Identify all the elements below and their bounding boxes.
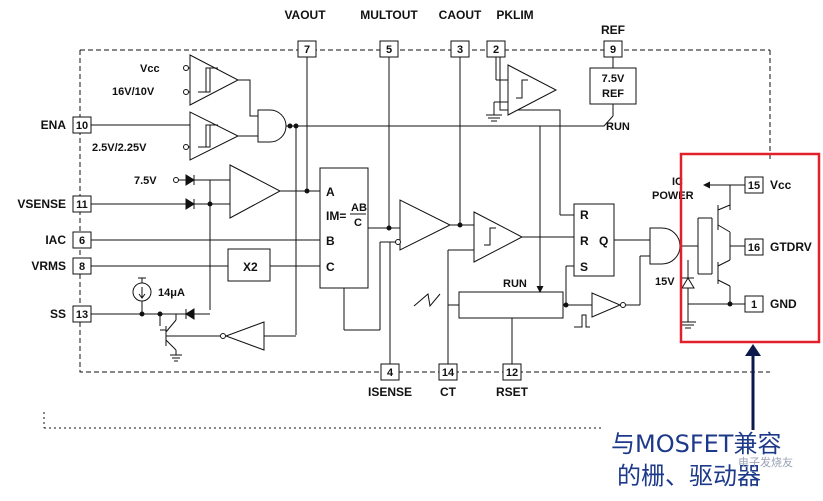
ref-block [290,57,637,127]
pin-11-number: 11 [76,199,88,211]
pin-15-number: 15 [748,180,760,192]
bottom-pins: 4 ISENSE 14 CT 12 RSET [368,363,529,399]
uvlo-comparator: Vcc 16V/10V [112,54,258,117]
right-pins: 15 Vcc 16 GTDRV 1 GND [744,176,812,313]
voltage-error-amp: 7.5V [91,57,320,335]
pin-2-label: PKLIM [496,8,533,22]
oscillator: RUN [413,126,626,364]
caption-line-1: 与MOSFET兼容 [611,430,781,458]
pin-9-number: 9 [610,44,616,56]
enable-comparator: 2.5V/2.25V [91,109,296,161]
pin-11-label: VSENSE [17,197,66,211]
pin-4-number: 4 [387,367,394,379]
ff-r1: R [580,208,589,222]
pwm-comparator [447,211,574,364]
pin-8-number: 8 [79,261,85,273]
pin-9-label: REF [601,23,625,37]
pin-3-number: 3 [457,44,463,56]
highlight-box [679,152,821,344]
uvlo-label: 16V/10V [112,86,155,98]
ref-box-line1: 7.5V [602,73,625,85]
run-osc-label: RUN [503,278,527,290]
mult-input-b: B [326,234,335,248]
flip-flop [499,57,650,277]
ena-threshold-label: 2.5V/2.25V [92,142,147,154]
pin-5-number: 5 [386,44,392,56]
square-block-label: X2 [243,260,258,274]
clamp-15v-label: 15V [655,276,675,288]
pin-4-label: ISENSE [368,385,412,399]
pin-15-label: Vcc [770,178,792,192]
pin-5-label: MULTOUT [360,8,418,22]
ic-power-1: IC [672,176,683,188]
gate-driver: IC POWER [652,176,745,329]
pin-16-box [744,238,764,256]
pin-13-number: 13 [76,309,88,321]
vcc-input-label: Vcc [140,63,160,75]
ff-r2: R [580,234,589,248]
pin-12-label: RSET [496,385,529,399]
ic-power-2: POWER [652,190,694,202]
pin-14-label: CT [440,385,457,399]
pin-1-label: GND [770,297,797,311]
pin-16-number: 16 [748,242,760,254]
pin-3-label: CAOUT [439,8,482,22]
mult-c-frac: C [354,217,362,229]
mult-im: IM= [326,209,346,223]
ref-box-line2: REF [602,88,624,100]
pklim-comparator [486,57,558,122]
pin-8-label: VRMS [31,259,66,273]
run-top-label: RUN [606,121,630,133]
caption-line-2: 的栅、驱动器 [617,462,761,490]
pin-14-number: 14 [442,367,455,379]
pin-12-number: 12 [506,367,518,379]
mult-input-c: C [326,260,335,274]
top-pins: 7 VAOUT 5 MULTOUT 3 CAOUT 2 PKLIM 9 REF [284,8,625,58]
mult-ab: AB [351,202,367,214]
pin-1-number: 1 [751,299,757,311]
pin-16-label: GTDRV [770,240,812,254]
soft-start: 14μA [91,277,296,362]
clamp-label: 7.5V [134,175,157,187]
pin-7-label: VAOUT [284,8,326,22]
ss-current-label: 14μA [158,287,185,299]
pointer-arrow [745,344,761,430]
pin-6-label: IAC [45,233,66,247]
chip-outline [43,49,771,429]
pin-2-number: 2 [493,44,499,56]
left-pins: 10 ENA 11 VSENSE 6 IAC 8 VRMS 13 SS [17,116,92,323]
ff-s: S [580,260,588,274]
mult-input-a: A [326,185,335,199]
pin-10-number: 10 [76,120,88,132]
pin-13-label: SS [50,307,66,321]
current-amp [343,57,474,364]
watermark: 电子发烧友 [738,455,793,469]
pin-10-label: ENA [41,118,67,132]
multiplier-block: A IM= AB C B C [91,167,390,289]
pin-6-number: 6 [79,235,85,247]
ff-q: Q [599,234,608,248]
pin-7-number: 7 [304,44,310,56]
